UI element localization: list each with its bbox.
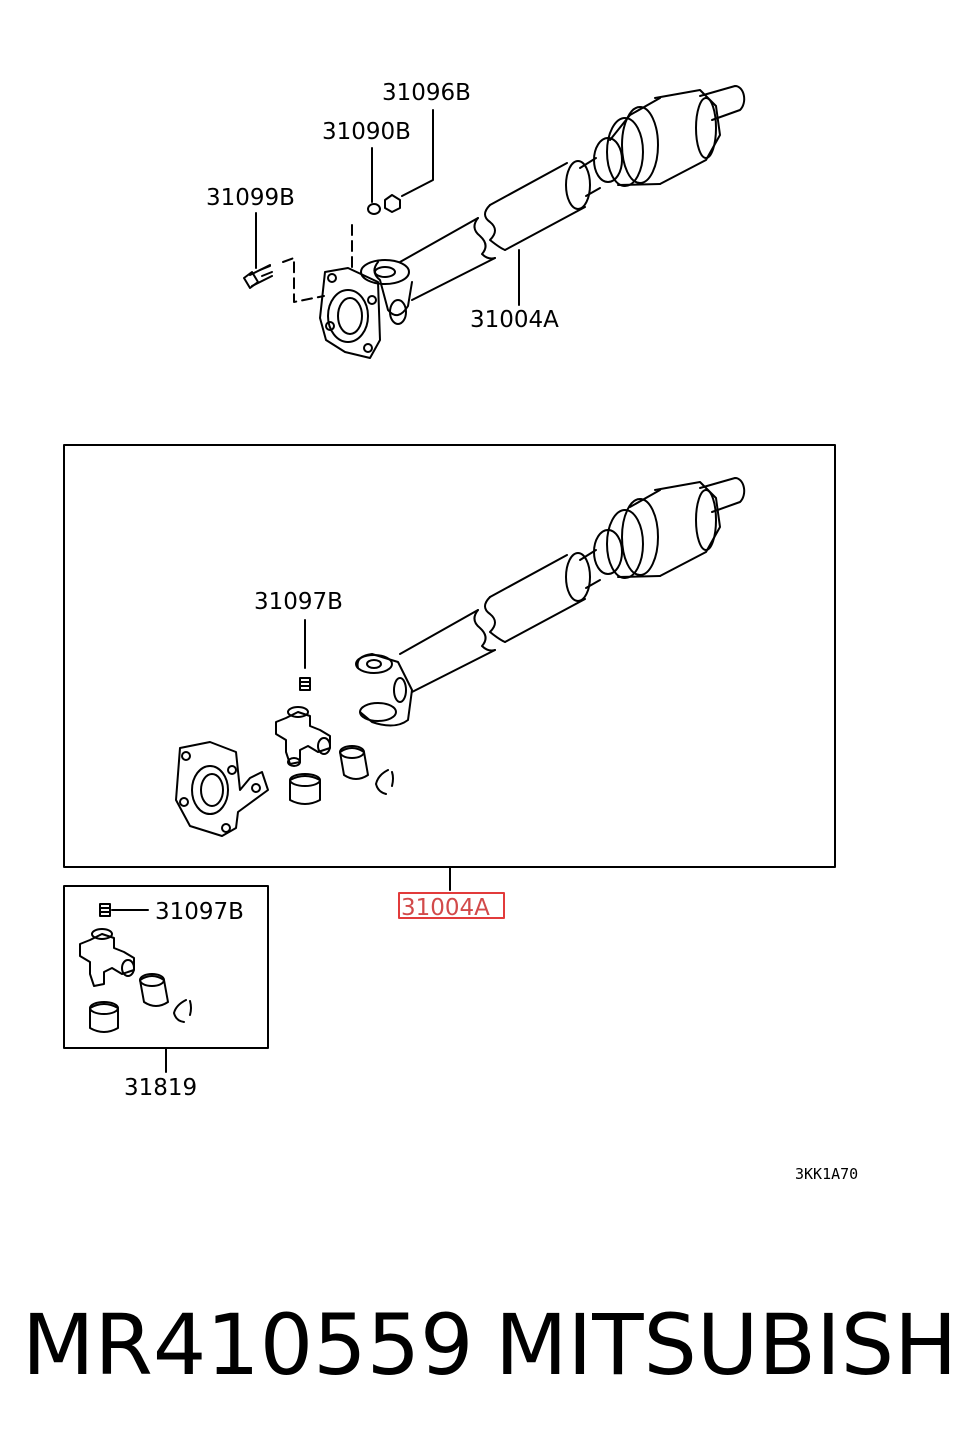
label-31090b: 31090B — [322, 119, 411, 145]
label-31097b-middle: 31097B — [254, 589, 343, 615]
highlight-frame — [398, 892, 505, 919]
brand-name: MITSUBISHI — [495, 1296, 960, 1394]
label-31097b-kit: 31097B — [155, 899, 244, 925]
top-propeller-shaft — [243, 84, 746, 359]
footer-caption: MR410559 MITSUBISHI — [0, 1290, 960, 1400]
label-31819: 31819 — [124, 1075, 197, 1101]
diagram-code: 3KK1A70 — [795, 1165, 858, 1183]
part-number: MR410559 — [22, 1296, 474, 1394]
label-31004a-highlighted[interactable]: 31004A — [401, 895, 490, 921]
label-31099b: 31099B — [206, 185, 295, 211]
middle-propeller-shaft — [355, 476, 746, 727]
parts-diagram: 31096B 31090B 31099B 31004A 31097B 31004… — [63, 80, 858, 1183]
label-31096b: 31096B — [382, 80, 471, 106]
label-31004a-top: 31004A — [470, 307, 559, 333]
kit-parts — [79, 903, 192, 1033]
middle-exploded-parts — [175, 619, 394, 837]
